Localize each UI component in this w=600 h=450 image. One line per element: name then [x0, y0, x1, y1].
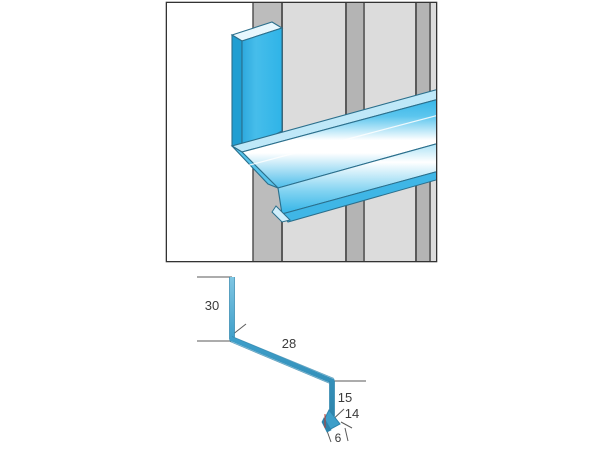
profile-hook-tip: [321, 417, 332, 433]
illustration-contents: [167, 3, 436, 261]
flashing-hook-fold: [271, 205, 291, 223]
flashing-body: [230, 89, 436, 223]
profile-section-group: 30 28 15 14 6: [197, 276, 366, 445]
profile-upstand-outline: [229, 277, 235, 340]
profile-polyline: [229, 277, 335, 418]
leader-return-tick: [340, 421, 353, 429]
profile-hook: [321, 409, 341, 433]
dimension-label-drop: 15: [338, 390, 352, 405]
dimension-label-return: 14: [345, 406, 359, 421]
profile-outline: [229, 277, 335, 418]
flashing-lower-band: [277, 143, 436, 215]
dimension-label-slope: 28: [282, 336, 296, 351]
dimension-label-hem: 6: [335, 431, 342, 445]
flashing-upstand: [230, 21, 284, 153]
flashing-left-return: [231, 145, 279, 189]
upstand-edge-face: [231, 34, 243, 153]
dimension-label-upstand: 30: [205, 298, 219, 313]
flashing-highlight-crease: [245, 115, 436, 167]
illustration-frame-group: [165, 1, 438, 263]
leader-hem-right: [344, 427, 349, 442]
profile-slope-outline: [229, 336, 335, 384]
profile-main-path: [229, 277, 335, 418]
